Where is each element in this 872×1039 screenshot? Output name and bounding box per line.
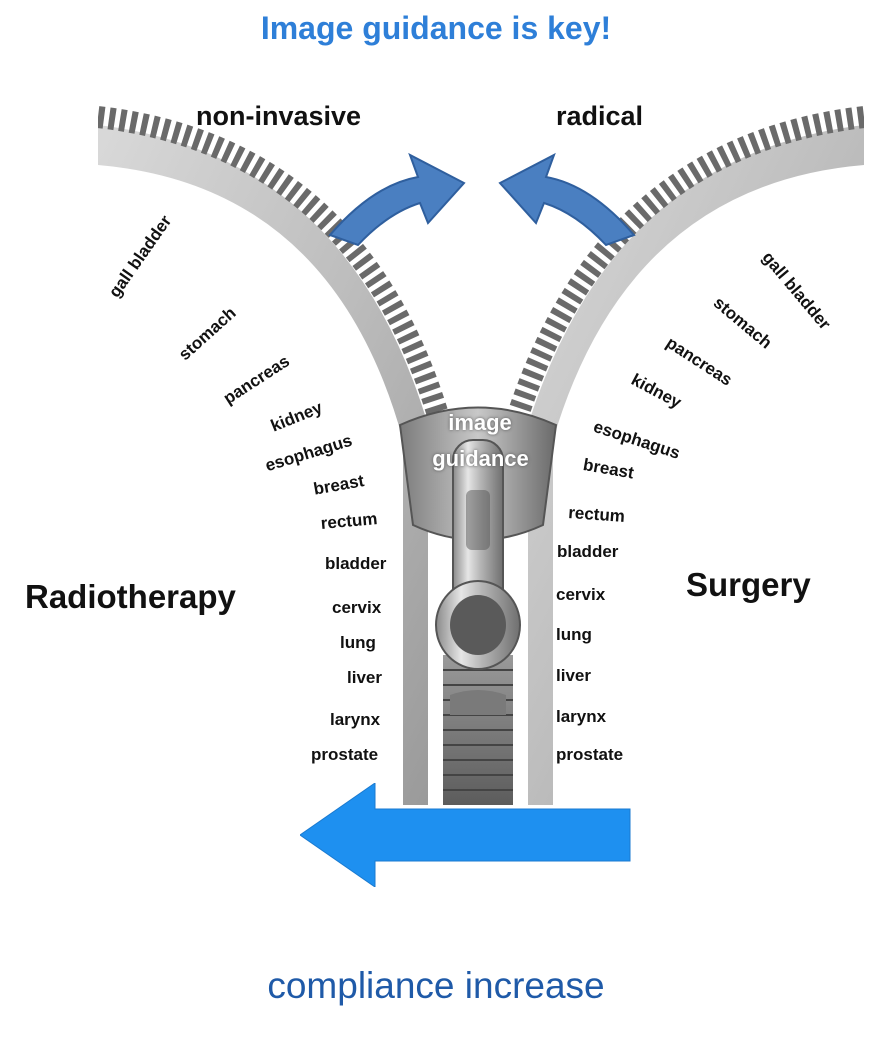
curved-arrow-right bbox=[500, 155, 634, 245]
right-organ-rectum: rectum bbox=[568, 503, 626, 527]
right-organ-lung: lung bbox=[556, 625, 592, 645]
left-organ-prostate: prostate bbox=[311, 745, 378, 765]
right-organ-prostate: prostate bbox=[556, 745, 623, 765]
non-invasive-label: non-invasive bbox=[196, 101, 361, 132]
compliance-arrow bbox=[300, 783, 632, 887]
right-zipper-tape bbox=[528, 125, 864, 805]
left-organ-liver: liver bbox=[347, 668, 382, 688]
slider-label-image: image bbox=[430, 410, 530, 436]
right-organ-liver: liver bbox=[556, 666, 591, 686]
right-organ-bladder: bladder bbox=[557, 542, 618, 562]
radiotherapy-label: Radiotherapy bbox=[25, 578, 236, 616]
radical-label: radical bbox=[556, 101, 643, 132]
slider-label-guidance: guidance bbox=[423, 446, 538, 472]
right-organ-larynx: larynx bbox=[556, 707, 606, 727]
curved-arrow-left bbox=[330, 155, 464, 245]
left-organ-cervix: cervix bbox=[332, 598, 381, 618]
page-title: Image guidance is key! bbox=[0, 10, 872, 47]
left-organ-bladder: bladder bbox=[325, 554, 386, 574]
right-organ-cervix: cervix bbox=[556, 585, 605, 605]
compliance-caption: compliance increase bbox=[0, 965, 872, 1007]
left-organ-larynx: larynx bbox=[330, 710, 380, 730]
left-organ-lung: lung bbox=[340, 633, 376, 653]
surgery-label: Surgery bbox=[686, 566, 811, 604]
